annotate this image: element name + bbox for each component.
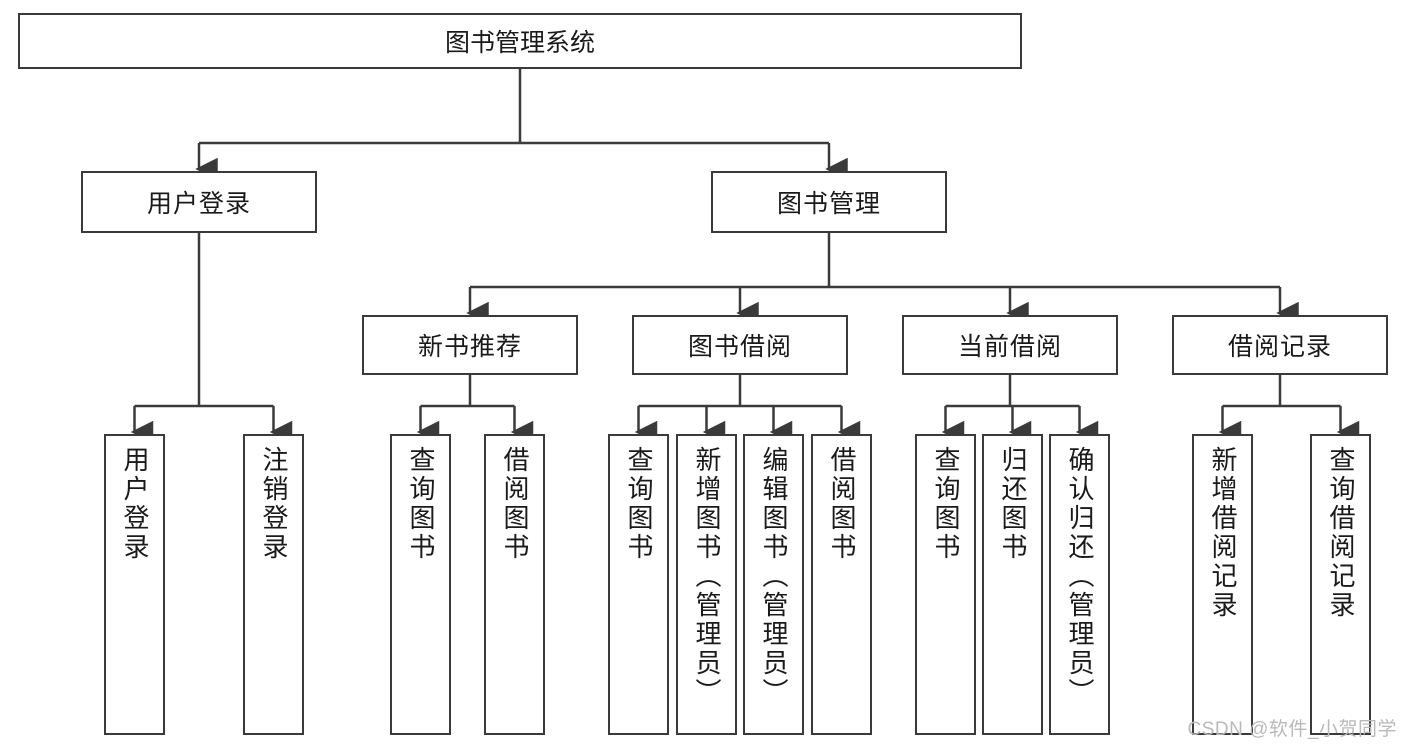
node-new-book-recommend[interactable]: 新书推荐 [362, 315, 578, 375]
node-current-borrow[interactable]: 当前借阅 [902, 315, 1118, 375]
node-leaf-return-book[interactable]: 归还图书 [982, 434, 1043, 735]
node-leaf-borrow-book-label: 借阅图书 [827, 446, 858, 562]
node-book-borrow[interactable]: 图书借阅 [632, 315, 848, 375]
node-book-manage-label: 图书管理 [776, 190, 881, 218]
node-leaf-query-borrow-record-label: 查询借阅记录 [1326, 446, 1357, 620]
node-leaf-borrow-book[interactable]: 借阅图书 [811, 434, 872, 735]
node-leaf-user-logout[interactable]: 注销登录 [243, 434, 304, 735]
node-root-label: 图书管理系统 [444, 29, 595, 57]
node-user-login[interactable]: 用户登录 [81, 171, 317, 233]
node-new-book-recommend-label: 新书推荐 [417, 333, 522, 361]
node-leaf-confirm-return[interactable]: 确认归还（管理员） [1049, 434, 1110, 735]
node-leaf-query-book-recommend-label: 查询图书 [406, 446, 437, 562]
node-leaf-edit-book-label: 编辑图书（管理员） [759, 446, 790, 707]
node-leaf-query-book-current-label: 查询图书 [931, 446, 962, 562]
node-book-manage[interactable]: 图书管理 [711, 171, 947, 233]
node-book-borrow-label: 图书借阅 [687, 333, 792, 361]
node-borrow-record-label: 借阅记录 [1227, 333, 1332, 361]
node-leaf-borrow-book-recommend-label: 借阅图书 [500, 446, 531, 562]
node-leaf-confirm-return-label: 确认归还（管理员） [1065, 446, 1096, 707]
node-root[interactable]: 图书管理系统 [18, 13, 1022, 69]
node-current-borrow-label: 当前借阅 [957, 333, 1062, 361]
node-leaf-edit-book[interactable]: 编辑图书（管理员） [743, 434, 804, 735]
node-leaf-query-book-current[interactable]: 查询图书 [915, 434, 976, 735]
node-leaf-add-borrow-record[interactable]: 新增借阅记录 [1192, 434, 1253, 735]
node-leaf-query-book-recommend[interactable]: 查询图书 [390, 434, 451, 735]
node-leaf-query-book-borrow-label: 查询图书 [624, 446, 655, 562]
node-leaf-add-book-label: 新增图书（管理员） [692, 446, 723, 707]
node-leaf-return-book-label: 归还图书 [998, 446, 1029, 562]
node-leaf-borrow-book-recommend[interactable]: 借阅图书 [484, 434, 545, 735]
node-leaf-add-borrow-record-label: 新增借阅记录 [1208, 446, 1239, 620]
node-leaf-query-borrow-record[interactable]: 查询借阅记录 [1310, 434, 1371, 735]
node-leaf-query-book-borrow[interactable]: 查询图书 [608, 434, 669, 735]
node-leaf-user-login-label: 用户登录 [120, 446, 151, 562]
node-leaf-add-book[interactable]: 新增图书（管理员） [676, 434, 737, 735]
node-leaf-user-login[interactable]: 用户登录 [104, 434, 165, 735]
node-borrow-record[interactable]: 借阅记录 [1172, 315, 1388, 375]
node-leaf-user-logout-label: 注销登录 [259, 446, 290, 562]
watermark: CSDN @软件_小贺同学 [1187, 719, 1397, 740]
node-user-login-label: 用户登录 [146, 190, 251, 218]
